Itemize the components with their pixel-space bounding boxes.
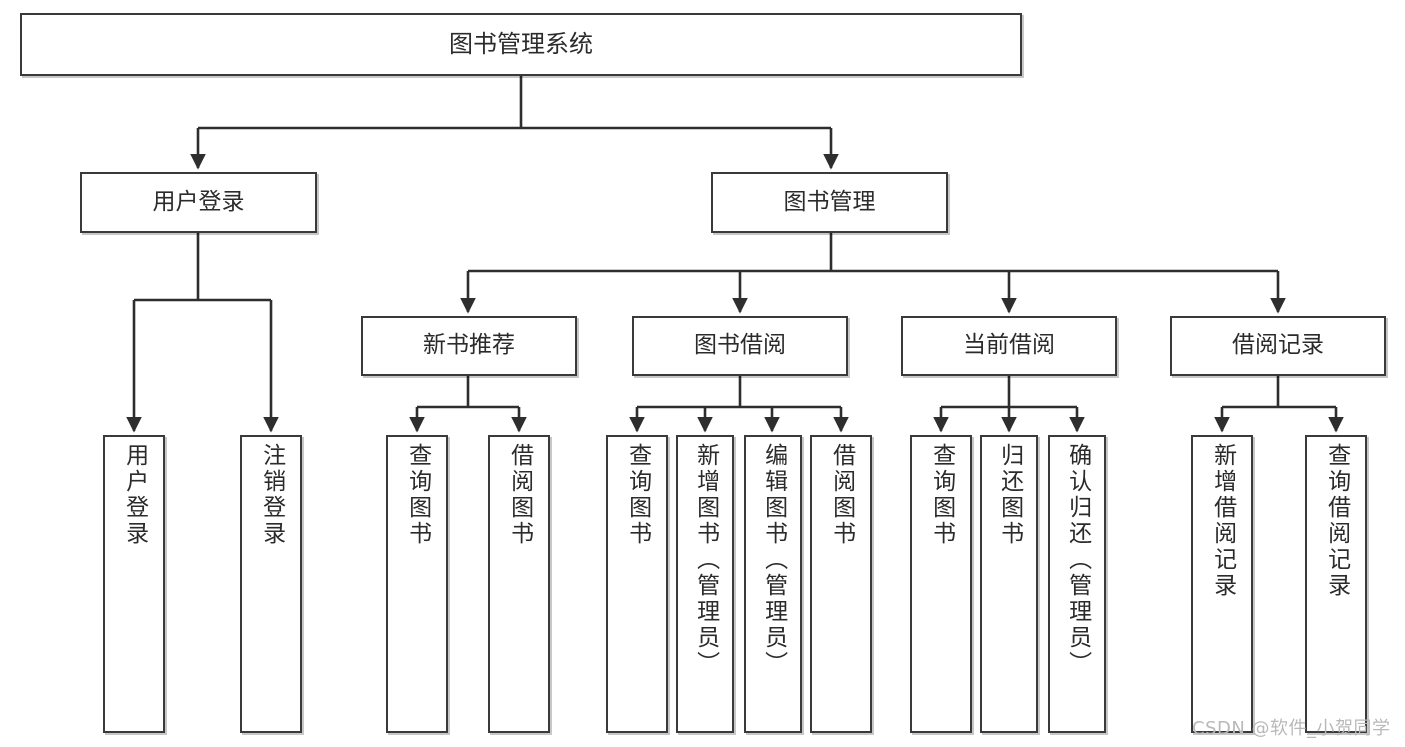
leaf-book-borrow-edit[interactable]: 编辑图书（管理员） (744, 435, 802, 733)
node-user-login[interactable]: 用户登录 (80, 172, 317, 233)
leaf-new-book-borrow[interactable]: 借阅图书 (488, 435, 550, 733)
node-label: 图书借阅 (694, 332, 786, 359)
node-label: 图书管理系统 (449, 30, 593, 59)
leaf-user-login-login[interactable]: 用户登录 (103, 435, 165, 733)
node-root-system[interactable]: 图书管理系统 (20, 13, 1022, 76)
leaf-book-borrow-borrow[interactable]: 借阅图书 (810, 435, 872, 733)
leaf-new-book-query[interactable]: 查询图书 (386, 435, 448, 733)
node-new-book-recommend[interactable]: 新书推荐 (361, 316, 577, 376)
node-label: 借阅记录 (1232, 332, 1324, 359)
node-label: 用户登录 (152, 188, 245, 215)
leaf-book-borrow-query[interactable]: 查询图书 (606, 435, 668, 733)
node-borrow-record[interactable]: 借阅记录 (1170, 316, 1386, 376)
node-label: 注销登录 (258, 443, 285, 547)
node-label: 归还图书 (996, 443, 1023, 547)
node-label: 新增借阅记录 (1209, 443, 1236, 599)
node-label: 编辑图书（管理员） (760, 443, 787, 677)
node-label: 查询图书 (624, 443, 651, 547)
leaf-borrow-record-add[interactable]: 新增借阅记录 (1191, 435, 1253, 733)
leaf-current-borrow-query[interactable]: 查询图书 (910, 435, 972, 733)
leaf-borrow-record-query[interactable]: 查询借阅记录 (1305, 435, 1367, 733)
node-label: 确认归还（管理员） (1064, 443, 1091, 677)
node-book-borrow[interactable]: 图书借阅 (632, 316, 848, 376)
leaf-current-borrow-confirm-return[interactable]: 确认归还（管理员） (1048, 435, 1106, 733)
node-label: 用户登录 (121, 443, 148, 547)
node-label: 当前借阅 (963, 332, 1055, 359)
node-label: 借阅图书 (828, 443, 855, 547)
leaf-book-borrow-add[interactable]: 新增图书（管理员） (676, 435, 734, 733)
node-label: 查询图书 (928, 443, 955, 547)
node-label: 新书推荐 (423, 332, 515, 359)
node-label: 新增图书（管理员） (692, 443, 719, 677)
node-label: 借阅图书 (506, 443, 533, 547)
node-label: 查询借阅记录 (1323, 443, 1350, 599)
node-label: 图书管理 (783, 188, 876, 215)
watermark-text: CSDN @软件_小贺同学 (1192, 718, 1391, 739)
leaf-current-borrow-return[interactable]: 归还图书 (980, 435, 1038, 733)
node-current-borrow[interactable]: 当前借阅 (901, 316, 1117, 376)
node-label: 查询图书 (404, 443, 431, 547)
node-book-management[interactable]: 图书管理 (711, 172, 948, 233)
leaf-user-login-logout[interactable]: 注销登录 (240, 435, 302, 733)
